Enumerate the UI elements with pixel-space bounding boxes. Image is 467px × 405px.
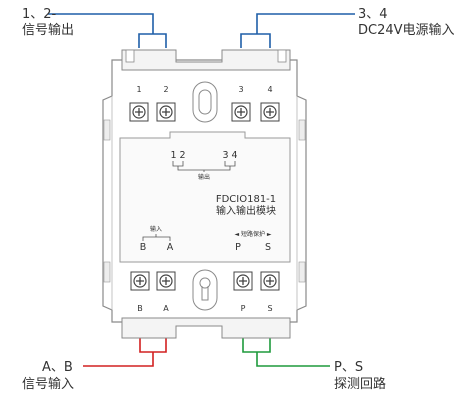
inner-input-schematic: 输入 B A [140, 225, 174, 253]
wire-power [240, 13, 355, 48]
inner-input-b: B [140, 242, 147, 253]
inner-input-a: A [167, 242, 174, 253]
inner-detect-s: S [265, 242, 271, 253]
callout-output-line2: 信号输出 [22, 22, 74, 38]
callout-input: A、B 信号输入 [22, 360, 74, 392]
wire-detect [242, 328, 330, 367]
bottom-terminal-block [121, 317, 291, 339]
callout-detect: P、S 探测回路 [334, 360, 386, 392]
callout-power-line1: 3、4 [358, 7, 388, 22]
bottom-terminal-label-b: B [137, 304, 143, 313]
top-terminal-block [121, 49, 291, 71]
callout-output-line1: 1、2- [22, 7, 57, 22]
inner-output-caption: 输出 [198, 173, 210, 181]
screw-terminal-4 [260, 102, 280, 122]
top-terminal-labels: 1 2 3 4 [136, 85, 272, 94]
top-terminal-label-2: 2 [163, 85, 168, 94]
top-notch-left [125, 49, 135, 63]
bottom-terminal-label-s: S [267, 304, 272, 313]
inner-detect-schematic: ◄ 短路保护 ► P S [234, 230, 271, 253]
bottom-mount-slot [192, 269, 218, 311]
callout-input-line2: 信号输入 [22, 376, 74, 392]
bottom-terminal-label-a: A [163, 304, 169, 313]
top-mount-slot [192, 81, 218, 123]
inner-detect-p: P [235, 242, 241, 253]
inner-input-caption: 输入 [150, 225, 162, 233]
top-terminal-label-1: 1 [136, 85, 141, 94]
screw-terminal-b [130, 271, 150, 291]
top-screws [129, 102, 280, 122]
module-model: FDCIO181-1 [216, 194, 276, 205]
callout-input-line1: A、B [42, 360, 73, 375]
module-housing [102, 49, 307, 339]
inner-output-left: 1 2 [170, 150, 185, 161]
center-panel [119, 131, 291, 263]
module-name: 输入输出模块 [216, 204, 276, 217]
inner-output-right: 3 4 [222, 150, 237, 161]
callout-power: 3、4 DC24V电源输入 [358, 7, 455, 38]
screw-terminal-2 [156, 102, 176, 122]
callout-detect-line2: 探测回路 [334, 376, 386, 392]
callout-power-line2: DC24V电源输入 [358, 22, 455, 38]
bottom-screws [130, 271, 280, 291]
screw-terminal-a [156, 271, 176, 291]
screw-terminal-s [260, 271, 280, 291]
screw-terminal-p [233, 271, 253, 291]
inner-detect-caption: ◄ 短路保护 ► [234, 230, 271, 238]
screw-terminal-1 [129, 102, 149, 122]
top-terminal-label-3: 3 [238, 85, 243, 94]
bottom-terminal-labels: B A P S [137, 304, 272, 313]
bottom-terminal-label-p: P [241, 304, 246, 313]
wire-output [48, 13, 167, 48]
screw-terminal-3 [231, 102, 251, 122]
inner-output-schematic: 1 2 3 4 输出 [170, 150, 237, 181]
top-terminal-label-4: 4 [267, 85, 272, 94]
callout-detect-line1: P、S [334, 360, 363, 375]
wires [48, 13, 355, 367]
callout-output: 1、2- 信号输出 [22, 7, 74, 38]
top-notch-right [277, 49, 287, 63]
wire-input [83, 328, 167, 367]
